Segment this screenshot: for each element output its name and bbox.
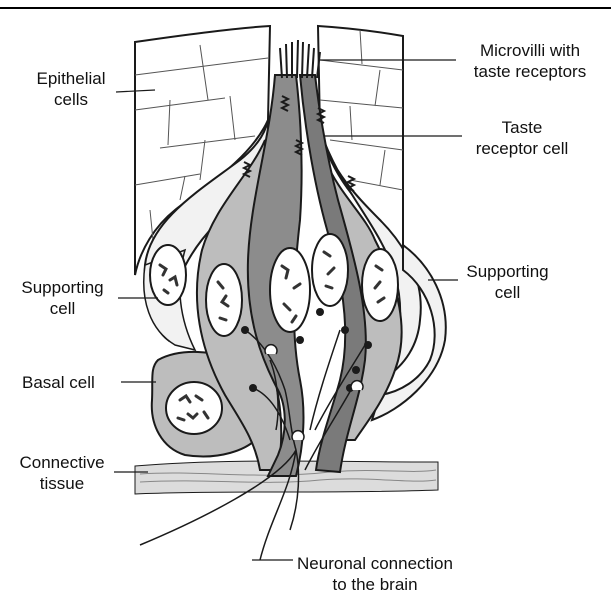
label-microvilli-line1: Microvilli with [455, 40, 605, 61]
label-basal-cell: Basal cell [22, 372, 95, 393]
label-microvilli: Microvilli with taste receptors [455, 40, 605, 82]
label-supporting-cell-right: Supporting cell [455, 261, 560, 303]
label-neuronal-line1: Neuronal connection [290, 553, 460, 574]
microvilli [280, 40, 320, 78]
label-taste-receptor-line1: Taste [462, 117, 582, 138]
label-connective-line2: tissue [12, 473, 112, 494]
label-epithelial-line1: Epithelial [27, 68, 115, 89]
label-supporting-left-line1: Supporting [10, 277, 115, 298]
label-supporting-right-line2: cell [455, 282, 560, 303]
label-supporting-left-line2: cell [10, 298, 115, 319]
label-connective-tissue: Connective tissue [12, 452, 112, 494]
label-connective-line1: Connective [12, 452, 112, 473]
label-taste-receptor-line2: receptor cell [462, 138, 582, 159]
label-neuronal-connection: Neuronal connection to the brain [290, 553, 460, 595]
label-epithelial-cells: Epithelial cells [27, 68, 115, 110]
label-epithelial-line2: cells [27, 89, 115, 110]
label-neuronal-line2: to the brain [290, 574, 460, 595]
label-taste-receptor-cell: Taste receptor cell [462, 117, 582, 159]
label-microvilli-line2: taste receptors [455, 61, 605, 82]
label-supporting-right-line1: Supporting [455, 261, 560, 282]
label-supporting-cell-left: Supporting cell [10, 277, 115, 319]
